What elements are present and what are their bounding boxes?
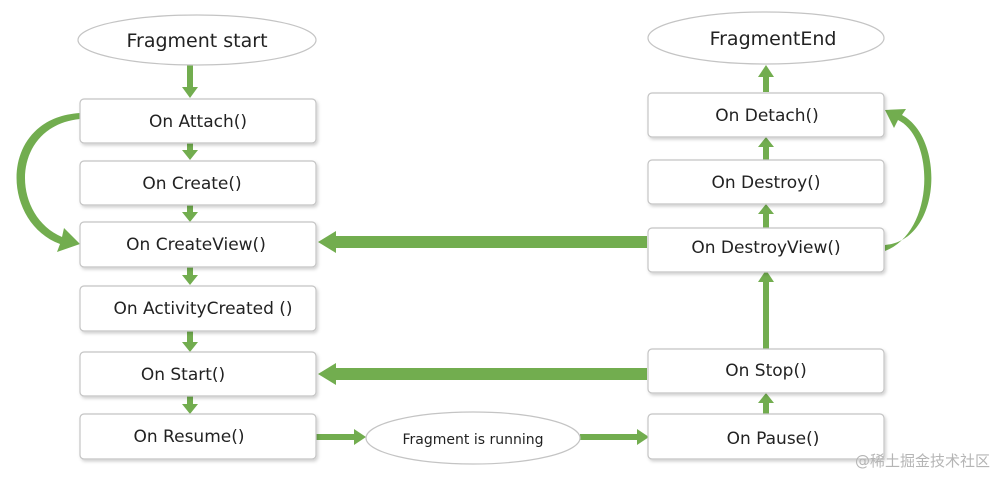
node-on-destroy: On Destroy() (647, 159, 885, 205)
on-activity-created-label: On ActivityCreated () (113, 299, 292, 319)
arrow-start-to-resume (182, 396, 198, 414)
node-fragment-end: FragmentEnd (647, 11, 885, 65)
arrows (16, 65, 932, 445)
arrow-destroyview-to-detach-curve (885, 109, 932, 251)
node-on-create-view: On CreateView() (79, 221, 317, 268)
on-destroy-label: On Destroy() (712, 173, 821, 193)
arrow-attach-to-createview-curve (16, 113, 80, 252)
node-on-stop: On Stop() (647, 348, 885, 394)
arrow-stop-to-destroyview (758, 270, 774, 349)
fragment-start-label: Fragment start (126, 30, 267, 52)
arrow-stop-to-start (318, 363, 647, 385)
on-pause-label: On Pause() (727, 429, 820, 449)
on-stop-label: On Stop() (725, 361, 806, 381)
node-on-detach: On Detach() (647, 92, 885, 138)
node-on-create: On Create() (79, 160, 317, 206)
arrow-detach-to-end (758, 65, 774, 92)
on-create-label: On Create() (142, 174, 241, 194)
fragment-running-label: Fragment is running (403, 432, 544, 448)
arrow-destroyview-to-createview (318, 231, 647, 253)
node-on-resume: On Resume() (79, 413, 317, 460)
arrow-pause-to-stop (758, 393, 774, 414)
arrow-start-to-attach (182, 65, 198, 98)
node-fragment-running: Fragment is running (365, 411, 581, 465)
arrow-createview-to-activitycreated (182, 267, 198, 285)
arrow-activitycreated-to-start (182, 331, 198, 352)
on-attach-label: On Attach() (149, 112, 247, 132)
arrow-destroy-to-detach (758, 137, 774, 160)
arrow-destroyview-to-destroy (758, 204, 774, 228)
on-resume-label: On Resume() (134, 427, 245, 447)
node-on-activity-created: On ActivityCreated () (79, 285, 317, 332)
node-on-start: On Start() (79, 351, 317, 397)
arrow-create-to-createview (182, 205, 198, 222)
on-create-view-label: On CreateView() (126, 235, 266, 255)
arrow-resume-to-running (316, 429, 366, 445)
arrow-running-to-pause (580, 429, 649, 445)
on-start-label: On Start() (141, 365, 225, 385)
node-on-pause: On Pause() (647, 413, 885, 460)
on-detach-label: On Detach() (715, 106, 819, 126)
arrow-attach-to-create (182, 143, 198, 160)
node-on-attach: On Attach() (79, 98, 317, 144)
fragment-end-label: FragmentEnd (710, 28, 837, 50)
on-destroy-view-label: On DestroyView() (691, 238, 840, 258)
node-on-destroy-view: On DestroyView() (647, 227, 885, 273)
watermark-text: @稀土掘金技术社区 (855, 452, 990, 470)
node-fragment-start: Fragment start (77, 14, 317, 66)
